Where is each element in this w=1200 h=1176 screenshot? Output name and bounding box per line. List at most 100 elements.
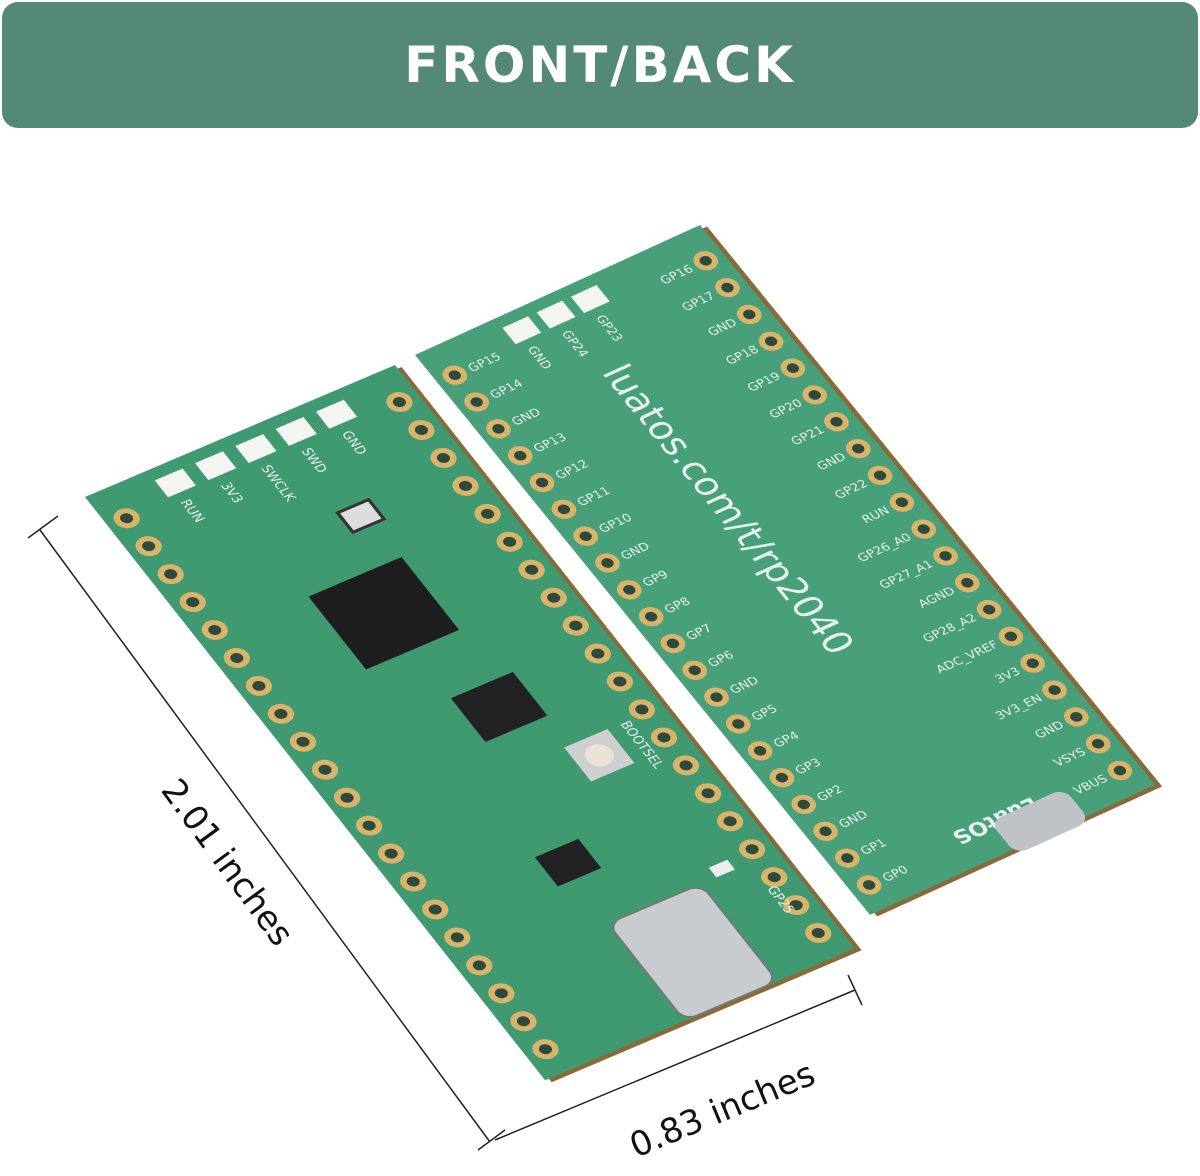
pad-hole bbox=[448, 370, 462, 381]
debug-pad bbox=[315, 399, 358, 429]
pad-hole bbox=[406, 876, 420, 887]
debug-pad bbox=[154, 468, 196, 498]
pad-hole bbox=[601, 558, 614, 568]
debug-pad bbox=[275, 416, 317, 446]
pad-hole bbox=[775, 772, 789, 783]
pad-hole bbox=[917, 524, 930, 534]
regulator-chip bbox=[534, 838, 602, 887]
pad-hole bbox=[547, 592, 561, 603]
pad-hole bbox=[679, 760, 693, 771]
pad-hole bbox=[786, 363, 800, 373]
pad-hole bbox=[428, 904, 442, 915]
pad-hole bbox=[436, 452, 451, 463]
pad-hole bbox=[252, 680, 266, 691]
width-dimension bbox=[494, 974, 863, 1141]
pad-hole bbox=[186, 597, 200, 608]
bootsel-button-cap bbox=[584, 744, 614, 767]
pad-hole bbox=[830, 416, 843, 427]
pad-hole bbox=[494, 988, 508, 999]
debug-pad bbox=[194, 451, 237, 481]
debug-pad bbox=[536, 300, 576, 329]
pad-hole bbox=[414, 425, 429, 436]
length-dimension bbox=[27, 515, 506, 1151]
pad-hole bbox=[808, 390, 821, 400]
pad-hole bbox=[666, 638, 680, 649]
pad-hole bbox=[492, 424, 505, 434]
pad-hole bbox=[635, 704, 649, 715]
pad-hole bbox=[939, 551, 952, 561]
pad-hole bbox=[579, 531, 592, 541]
pad-hole bbox=[862, 880, 876, 890]
pad-hole bbox=[164, 569, 178, 580]
pad-hole bbox=[721, 282, 734, 293]
pad-hole bbox=[895, 497, 909, 508]
pad-hole bbox=[362, 820, 376, 831]
led bbox=[708, 859, 736, 878]
pad-hole bbox=[743, 309, 756, 320]
pad-hole bbox=[1091, 738, 1105, 749]
pad-hole bbox=[208, 625, 222, 635]
pad-hole bbox=[503, 536, 517, 547]
pad-hole bbox=[811, 928, 825, 939]
pad-hole bbox=[450, 932, 464, 943]
pad-hole bbox=[873, 470, 887, 481]
title-banner: FRONT/BACK bbox=[2, 2, 1198, 128]
pad-hole bbox=[392, 397, 406, 408]
pad-hole bbox=[470, 397, 483, 407]
pad-hole bbox=[688, 665, 701, 676]
pad-hole bbox=[745, 844, 759, 855]
pad-hole bbox=[982, 604, 996, 615]
pad-hole bbox=[767, 872, 781, 883]
pad-hole bbox=[1113, 765, 1127, 776]
pad-hole bbox=[841, 853, 854, 863]
pad-hole bbox=[120, 513, 134, 524]
pad-hole bbox=[458, 480, 473, 491]
pad-hole bbox=[569, 620, 583, 631]
pad-hole bbox=[230, 652, 244, 663]
pad-hole bbox=[753, 746, 767, 756]
pad-hole bbox=[1004, 631, 1018, 642]
pad-hole bbox=[644, 611, 658, 622]
debug-pad bbox=[235, 434, 277, 464]
pad-hole bbox=[710, 692, 723, 702]
debug-pad bbox=[570, 285, 610, 314]
pad-hole bbox=[1070, 712, 1083, 722]
pad-hole bbox=[623, 585, 636, 595]
pad-hole bbox=[525, 564, 539, 575]
usb-c-port-front bbox=[612, 887, 774, 1018]
pad-hole bbox=[142, 541, 156, 552]
pad-hole bbox=[797, 799, 810, 810]
pad-hole bbox=[789, 900, 803, 911]
pad-hole bbox=[723, 816, 737, 827]
pad-hole bbox=[516, 1016, 530, 1027]
pad-hole bbox=[701, 788, 715, 799]
pad-hole bbox=[384, 848, 398, 859]
debug-pad bbox=[502, 316, 542, 345]
pad-hole bbox=[274, 708, 288, 719]
pad-hole bbox=[764, 336, 778, 347]
pad-hole bbox=[557, 504, 571, 515]
width-label: 0.83 inches bbox=[624, 1054, 821, 1166]
pad-hole bbox=[699, 255, 712, 266]
length-label: 2.01 inches bbox=[153, 772, 302, 954]
pad-hole bbox=[819, 826, 832, 837]
pad-hole bbox=[961, 577, 974, 588]
banner-title: FRONT/BACK bbox=[404, 36, 796, 94]
pad-hole bbox=[514, 450, 527, 461]
pad-hole bbox=[535, 477, 549, 488]
pad-hole bbox=[852, 443, 865, 454]
pad-hole bbox=[538, 1044, 553, 1055]
pad-hole bbox=[1026, 658, 1039, 669]
flash-chip bbox=[450, 671, 548, 743]
pad-hole bbox=[591, 648, 605, 659]
crystal-oscillator bbox=[335, 497, 387, 535]
pad-hole bbox=[613, 676, 627, 687]
pad-hole bbox=[481, 508, 495, 519]
pad-hole bbox=[340, 792, 354, 803]
pad-hole bbox=[732, 719, 745, 729]
usb-c-port-back bbox=[995, 791, 1086, 851]
pad-hole bbox=[318, 764, 332, 775]
